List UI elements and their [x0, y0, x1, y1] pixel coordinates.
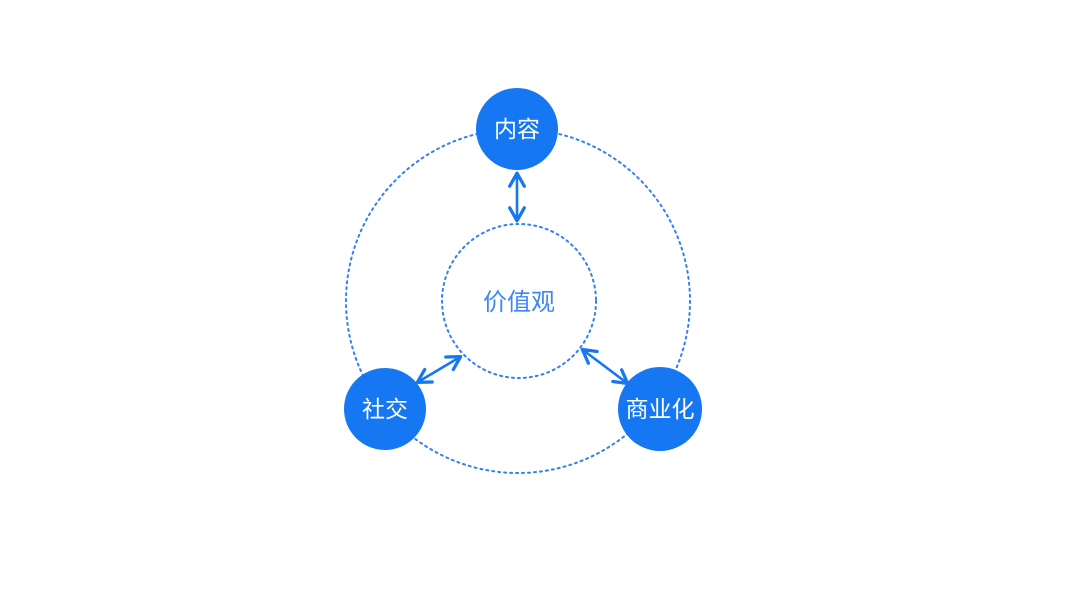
edge-commercialization-center-arrow [580, 347, 630, 386]
node-social-circle [344, 368, 426, 450]
inner-core-ring [441, 223, 597, 379]
node-commercialization-circle [618, 367, 702, 451]
node-commercialization-label: 商业化 [626, 396, 695, 422]
edge-social-center-arrow [415, 354, 463, 385]
node-content-circle [476, 88, 558, 170]
center-values-label: 价值观 [483, 289, 555, 316]
node-social: 社交 [344, 368, 426, 450]
node-commercialization: 商业化 [618, 367, 702, 451]
node-social-label: 社交 [362, 396, 408, 422]
node-content-label: 内容 [494, 116, 540, 142]
node-content: 内容 [476, 88, 558, 170]
